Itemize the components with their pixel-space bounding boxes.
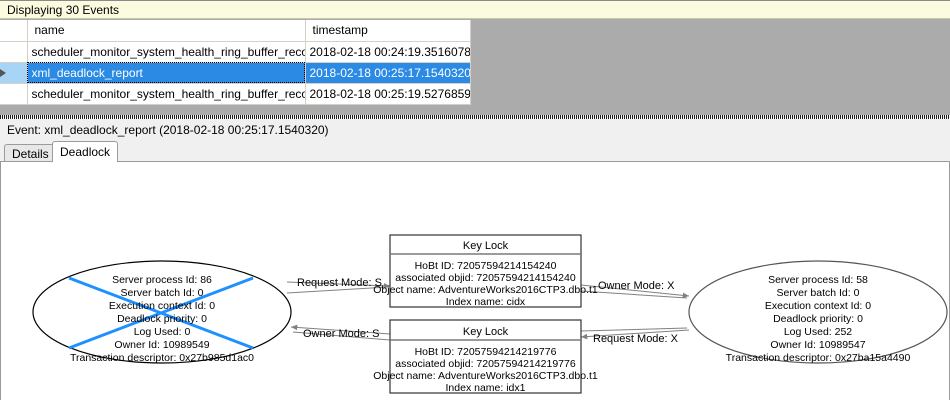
- resource-top-line-3: Object name: AdventureWorks2016CTP3.dbo.…: [373, 284, 598, 296]
- edge-top-owner-right: [580, 284, 690, 299]
- surviving-line-5: Log Used: 252: [784, 326, 852, 338]
- events-grid[interactable]: name timestamp scheduler_monitor_system_…: [0, 20, 950, 118]
- deadlock-graph-svg: Server process Id: 86 Server batch Id: 0…: [32, 234, 948, 394]
- grid-caption: Displaying 30 Events: [0, 1, 950, 19]
- table-row[interactable]: scheduler_monitor_system_health_ring_buf…: [0, 83, 471, 105]
- events-table[interactable]: name timestamp scheduler_monitor_system_…: [0, 20, 471, 105]
- victim-line-1: Server process Id: 86: [112, 274, 212, 286]
- victim-line-3: Execution context Id: 0: [109, 300, 215, 312]
- surviving-line-2: Server batch Id: 0: [777, 287, 860, 299]
- cell-name[interactable]: scheduler_monitor_system_health_ring_buf…: [27, 83, 306, 105]
- resource-node-key-lock-top[interactable]: Key Lock HoBt ID: 72057594214154240 asso…: [373, 234, 598, 308]
- tab-strip: Details Deadlock: [0, 141, 950, 162]
- resource-bottom-title: Key Lock: [463, 326, 509, 338]
- tab-underline: [0, 161, 950, 162]
- event-header: Event: xml_deadlock_report (2018-02-18 0…: [0, 119, 950, 141]
- resource-top-title: Key Lock: [463, 240, 509, 252]
- edge-bottom-owner-left: [290, 324, 391, 341]
- process-node-surviving[interactable]: Server process Id: 58 Server batch Id: 0…: [688, 260, 948, 364]
- row-selector-cell[interactable]: [0, 62, 28, 84]
- tab-deadlock[interactable]: Deadlock: [52, 141, 119, 162]
- events-grid-panel: Displaying 30 Events name timestamp sche…: [0, 0, 950, 119]
- resource-bottom-line-3: Object name: AdventureWorks2016CTP3.dbo.…: [373, 370, 598, 382]
- row-selector-cell[interactable]: [0, 83, 28, 105]
- edge-left-request-top: [286, 281, 391, 294]
- surviving-line-7: Transaction descriptor: 0x27ba15a4490: [726, 352, 911, 364]
- table-row-selected[interactable]: xml_deadlock_report 2018-02-18 00:25:17.…: [0, 62, 471, 84]
- victim-line-4: Deadlock priority: 0: [117, 313, 207, 325]
- column-header-selector[interactable]: [0, 20, 28, 42]
- resource-node-key-lock-bottom[interactable]: Key Lock HoBt ID: 72057594214219776 asso…: [373, 319, 598, 394]
- tab-details[interactable]: Details: [4, 144, 57, 162]
- edge-label-request-mode-x: Request Mode: X: [593, 333, 679, 345]
- surviving-line-3: Execution context Id: 0: [765, 300, 871, 312]
- cell-timestamp[interactable]: 2018-02-18 00:25:17.1540320: [305, 62, 471, 84]
- victim-line-5: Log Used: 0: [134, 326, 191, 338]
- victim-line-2: Server batch Id: 0: [121, 287, 204, 299]
- resource-bottom-line-1: HoBt ID: 72057594214219776: [415, 346, 557, 358]
- victim-line-6: Owner Id: 10989549: [114, 339, 209, 351]
- table-row[interactable]: scheduler_monitor_system_health_ring_buf…: [0, 41, 471, 63]
- surviving-line-4: Deadlock priority: 0: [773, 313, 863, 325]
- column-header-timestamp[interactable]: timestamp: [305, 20, 471, 42]
- resource-top-line-2: associated objid: 72057594214154240: [395, 272, 576, 284]
- grid-horizontal-splitter[interactable]: [0, 115, 950, 119]
- resource-bottom-line-2: associated objid: 72057594214219776: [395, 358, 576, 370]
- table-header-row: name timestamp: [0, 20, 471, 42]
- edge-label-request-mode-s: Request Mode: S: [297, 277, 382, 289]
- resource-top-line-4: Index name: cidx: [446, 296, 526, 308]
- resource-top-line-1: HoBt ID: 72057594214154240: [415, 260, 557, 272]
- row-selector-cell[interactable]: [0, 41, 28, 63]
- edge-right-request-bottom: [580, 327, 690, 340]
- surviving-line-1: Server process Id: 58: [768, 274, 868, 286]
- surviving-line-6: Owner Id: 10989547: [770, 339, 865, 351]
- cell-name[interactable]: xml_deadlock_report: [27, 62, 306, 84]
- resource-bottom-line-4: Index name: idx1: [446, 382, 526, 394]
- process-node-victim[interactable]: Server process Id: 86 Server batch Id: 0…: [32, 260, 292, 364]
- edge-label-owner-mode-x: Owner Mode: X: [598, 280, 675, 292]
- deadlock-graph-canvas[interactable]: Server process Id: 86 Server batch Id: 0…: [0, 162, 950, 400]
- cell-timestamp[interactable]: 2018-02-18 00:24:19.3516078: [305, 41, 471, 63]
- row-arrow-icon: [0, 69, 6, 78]
- edge-label-owner-mode-s: Owner Mode: S: [303, 328, 379, 340]
- victim-line-7: Transaction descriptor: 0x27b985d1ac0: [70, 352, 254, 364]
- cell-name[interactable]: scheduler_monitor_system_health_ring_buf…: [27, 41, 306, 63]
- column-header-name[interactable]: name: [27, 20, 306, 42]
- cell-timestamp[interactable]: 2018-02-18 00:25:19.5276859: [305, 83, 471, 105]
